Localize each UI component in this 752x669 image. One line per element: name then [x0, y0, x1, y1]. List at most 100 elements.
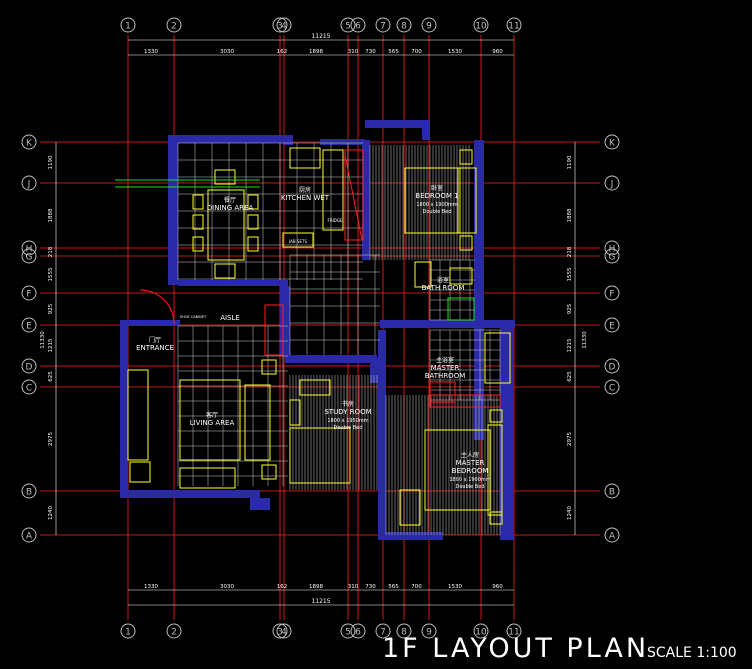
dining-floor-tiles: [177, 142, 363, 280]
vertical-dimension: 1190: [567, 155, 573, 169]
grid-bubble-2: [166, 17, 182, 33]
grid-bubble-5: [340, 17, 356, 33]
stair: [264, 304, 284, 356]
master-chair: [399, 489, 421, 526]
grid-bubble-label: 11: [508, 628, 519, 638]
living-floor-tiles: [177, 325, 288, 486]
room-label-cn-entrance: 门厅: [149, 336, 161, 344]
segment-dimension: 565: [388, 49, 399, 55]
plan-title: 1F LAYOUT PLAN: [382, 633, 649, 664]
room-label-aisle: AISLE: [220, 314, 240, 322]
room-label-master_bed: BEDROOM: [452, 467, 489, 475]
wall-segment: [378, 532, 443, 540]
grid-bubble-5: [340, 623, 356, 639]
dining-chair: [214, 263, 236, 279]
dining-chair: [247, 214, 259, 230]
segment-dimension: 3030: [220, 49, 234, 55]
wall-segment: [285, 355, 377, 363]
wall-segment: [168, 135, 283, 143]
wall-segment: [283, 135, 293, 145]
dining-chair: [192, 214, 204, 230]
grid-bubble-label: K: [609, 139, 616, 149]
vertical-dimension: 625: [567, 371, 573, 382]
grid-bubble-label: 9: [426, 22, 432, 32]
grid-bubble-label: B: [26, 488, 32, 498]
bed-size-master_bed: 1800 x 1900mm: [449, 477, 490, 483]
vertical-dimension: 625: [48, 371, 54, 382]
bath-toilet: [449, 267, 473, 285]
vertical-dimension: 1888: [48, 208, 54, 222]
cabinet-guide: [344, 154, 363, 241]
overall-dimension: 11215: [311, 598, 330, 605]
segment-dimension: 1898: [309, 584, 323, 590]
vertical-dimension: 1240: [567, 506, 573, 520]
segment-dimension: 1330: [144, 49, 158, 55]
grid-bubble-4: [276, 17, 292, 33]
grid-bubble-G: [604, 248, 620, 264]
grid-bubble-label: K: [26, 139, 33, 149]
grid-bubble-label: C: [26, 384, 32, 394]
bath-shower: [447, 297, 475, 321]
grid-bubble-label: D: [26, 363, 33, 373]
grid-bubble-10: [473, 17, 489, 33]
grid-bubble-label: J: [27, 180, 31, 190]
wall-segment: [320, 139, 365, 145]
grid-bubble-E: [604, 317, 620, 333]
wall-segment: [168, 135, 178, 285]
vertical-dimension: 1190: [48, 155, 54, 169]
grid-bubble-label: 10: [475, 22, 487, 32]
wall-segment: [250, 498, 270, 510]
sofa-right: [244, 384, 271, 461]
grid-bubble-A: [604, 527, 620, 543]
grid-bubble-K: [604, 134, 620, 150]
room-label-cn-dining: 餐厅: [224, 196, 236, 204]
grid-bubble-label: 4: [281, 628, 287, 638]
grid-bubble-C: [21, 379, 37, 395]
bathtub: [484, 332, 511, 384]
segment-dimension: 730: [365, 49, 376, 55]
wall-segment: [120, 320, 128, 495]
study-bookshelf: [299, 379, 331, 396]
wall-segment: [178, 280, 288, 286]
segment-dimension: 565: [388, 584, 399, 590]
vertical-overall-dimension: 11330: [40, 331, 46, 349]
counter-sets: [282, 232, 314, 248]
grid-bubble-label: 8: [401, 628, 407, 638]
grid-bubble-K: [21, 134, 37, 150]
dining-chair: [214, 169, 236, 185]
room-label-cn-master_bed: 主人房: [461, 451, 479, 459]
vertical-dimension: 218: [48, 246, 54, 257]
segment-dimension: 1530: [448, 49, 462, 55]
grid-bubble-label: E: [609, 322, 615, 332]
grid-bubble-label: E: [26, 322, 32, 332]
master-vanity: [429, 381, 456, 403]
bed-size-study: 1800 x 1950mm: [327, 418, 368, 424]
counter-label: IAB SETS: [289, 239, 307, 244]
grid-bubble-6: [350, 17, 366, 33]
overall-dimension: 11215: [311, 33, 330, 40]
grid-bubble-F: [21, 285, 37, 301]
study-desk: [289, 399, 301, 426]
segment-dimension: 162: [277, 49, 288, 55]
fridge-unit: [344, 149, 364, 241]
grid-bubble-label: A: [26, 532, 33, 542]
vertical-dimension: 1888: [567, 208, 573, 222]
bed-type-bedroom1: Double Bed: [423, 209, 452, 215]
wardrobe: [429, 394, 501, 408]
bed-type-master_bed: Double Bed: [456, 484, 485, 490]
room-label-entrance: ENTRANCE: [136, 344, 174, 352]
vertical-overall-dimension: 11330: [582, 331, 588, 349]
grid-bubble-4: [276, 623, 292, 639]
grid-bubble-label: 2: [171, 628, 177, 638]
grid-bubble-8: [396, 17, 412, 33]
grid-bubble-B: [21, 483, 37, 499]
wall-segment: [362, 140, 370, 260]
room-label-kitchen: KITCHEN WET: [281, 194, 330, 202]
walls: [120, 120, 515, 540]
grid-bubble-2: [166, 623, 182, 639]
grid-bubble-label: 2: [171, 22, 177, 32]
dining-chair: [247, 236, 259, 252]
kitchen-stove: [289, 147, 321, 169]
wall-segment: [422, 120, 430, 140]
wall-segment: [120, 490, 165, 498]
